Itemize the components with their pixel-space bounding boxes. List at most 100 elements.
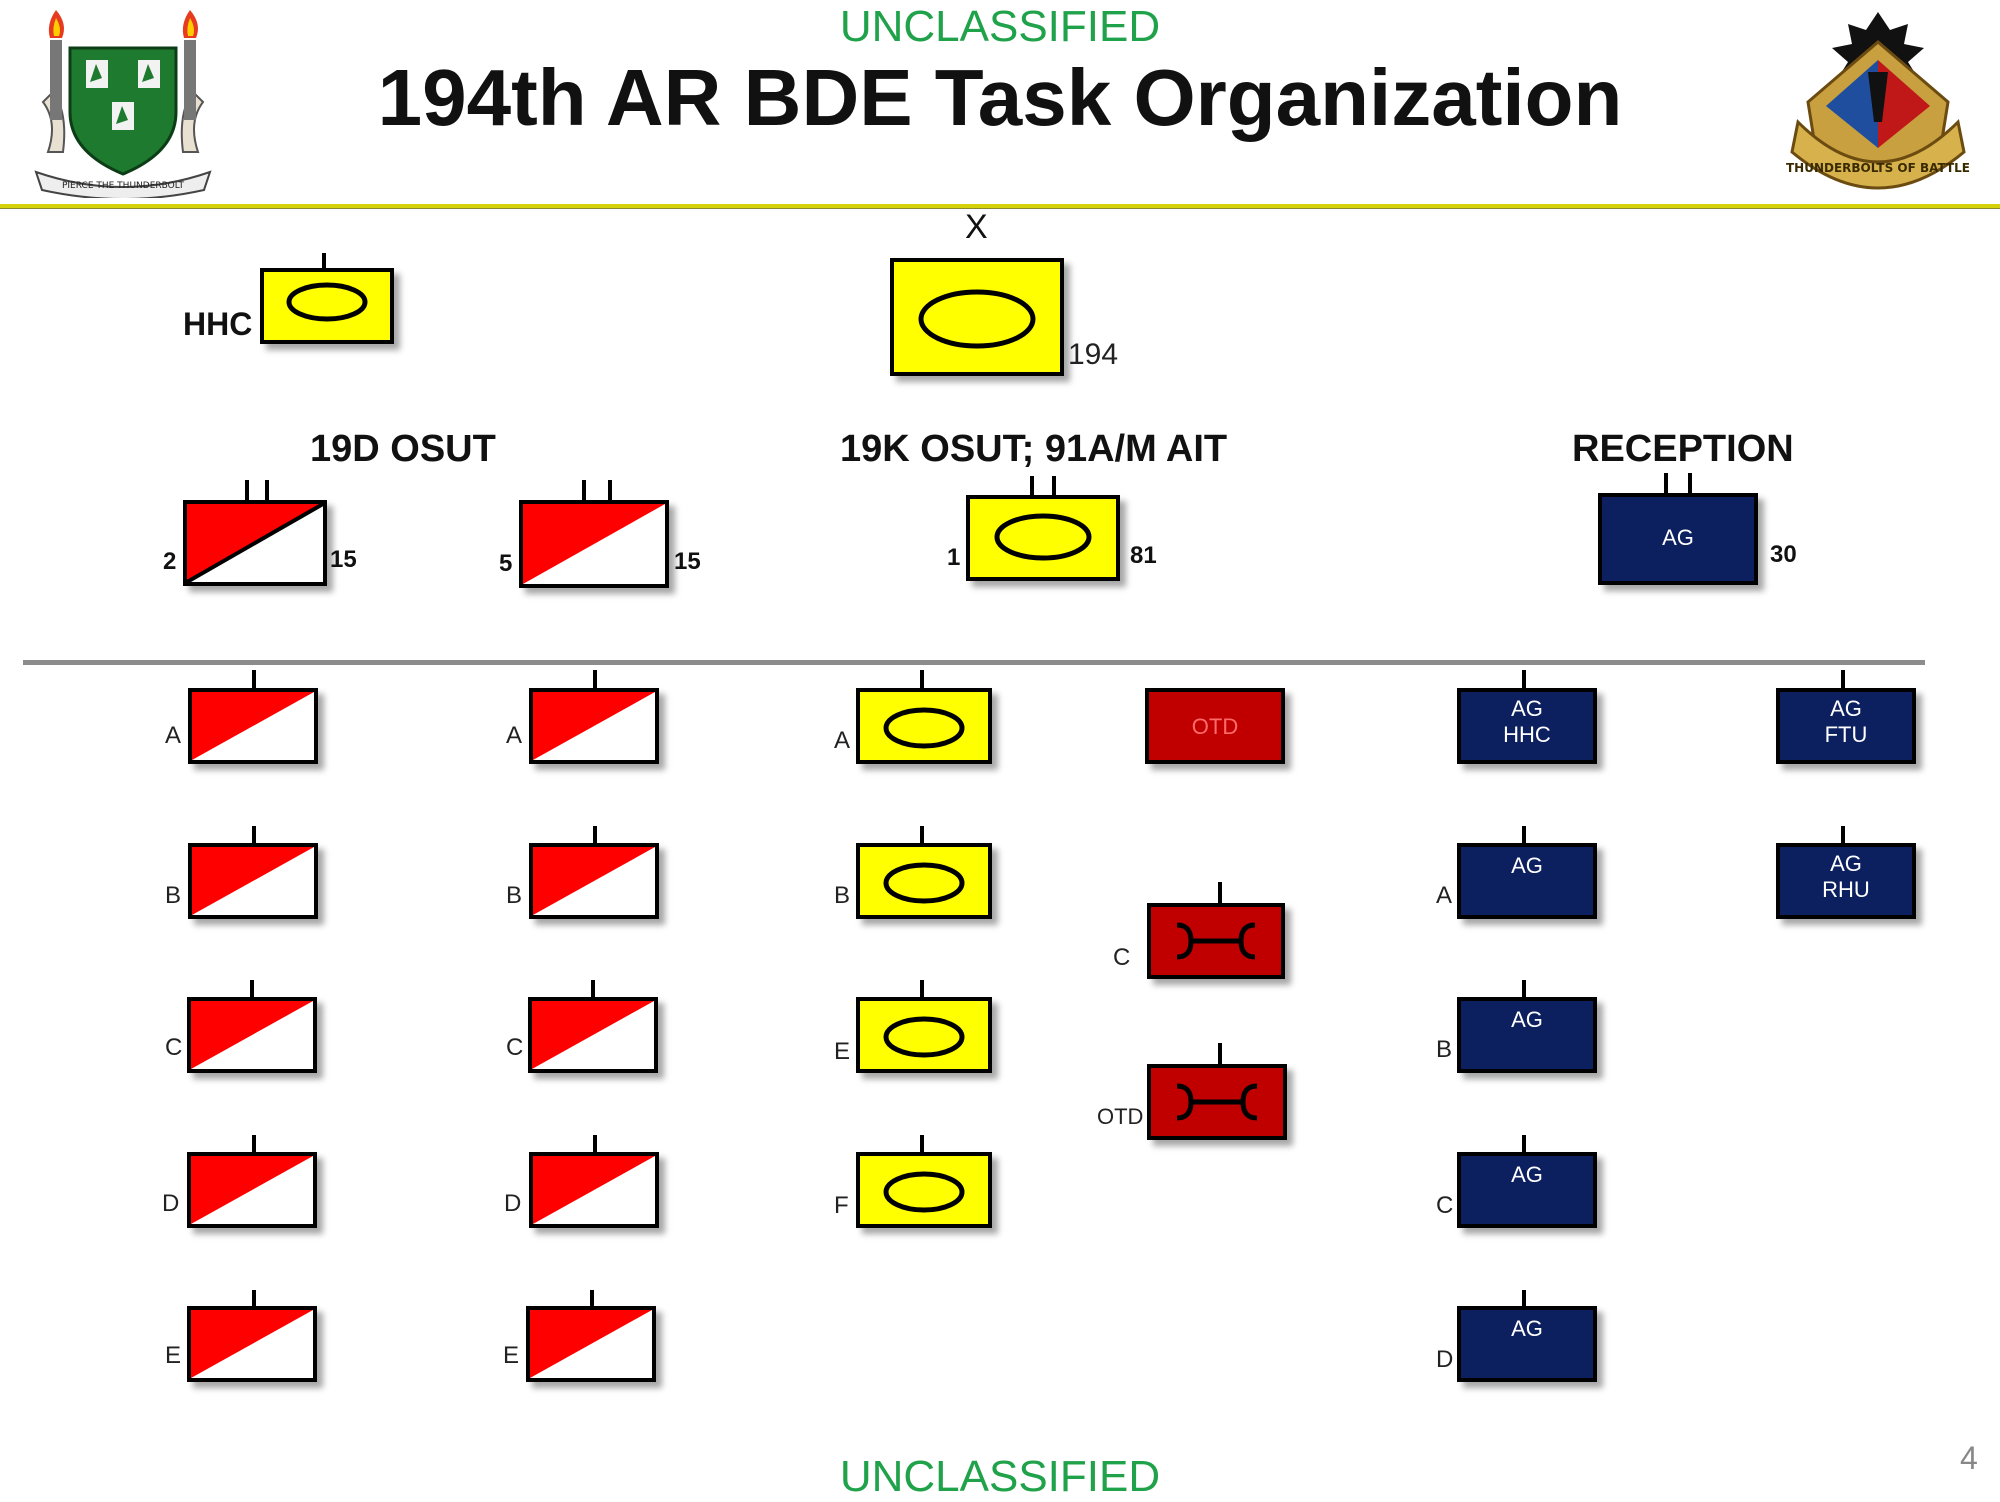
battalion-5-15-right: 15 — [674, 548, 701, 575]
echelon-divider — [23, 660, 1925, 665]
slide-title: 194th AR BDE Task Organization — [377, 53, 1623, 142]
page-number: 4 — [1960, 1440, 1978, 1476]
company-label: D — [504, 1190, 522, 1217]
battalion-ag-30-right: 30 — [1770, 541, 1797, 568]
echelon-tick — [1522, 670, 1526, 688]
company-symbol: AG — [1457, 997, 1597, 1073]
classification-top: UNCLASSIFIED — [839, 2, 1161, 51]
echelon-tick — [1522, 1290, 1526, 1308]
ag-hhc-line2: HHC — [1503, 722, 1551, 747]
header-rule — [0, 204, 2000, 208]
company-symbol — [529, 1152, 659, 1228]
echelon-tick — [250, 980, 254, 998]
battalion-1-81-left: 1 — [947, 544, 961, 571]
ordnance-company-otd-label: OTD — [1097, 1104, 1144, 1129]
company-symbol — [526, 1306, 656, 1382]
company-symbol: AG — [1457, 843, 1597, 919]
echelon-tick — [593, 826, 597, 844]
echelon-tick — [582, 480, 586, 500]
battalion-ag-30-symbol: AG — [1598, 493, 1758, 585]
hhc-label: HHC — [183, 306, 253, 342]
company-label: C — [165, 1034, 183, 1061]
battalion-2-15-symbol — [183, 500, 327, 586]
echelon-tick — [608, 480, 612, 500]
echelon-tick — [322, 253, 326, 269]
company-symbol — [856, 843, 992, 919]
echelon-tick — [1841, 826, 1845, 844]
company-symbol — [529, 843, 659, 919]
echelon-tick — [920, 670, 924, 688]
company-label: B — [834, 882, 851, 909]
echelon-tick — [245, 480, 249, 500]
ag-inner-label: AG — [1511, 853, 1543, 878]
battalion-2-15-left: 2 — [163, 548, 177, 575]
right-crest-logo: THUNDERBOLTS OF BATTLE — [1768, 2, 1988, 208]
company-label: A — [165, 722, 182, 749]
company-label: A — [1436, 882, 1453, 909]
company-label: C — [1436, 1192, 1454, 1219]
left-crest-motto: PIERCE THE THUNDERBOLT — [62, 181, 185, 191]
battalion-5-15-left: 5 — [499, 550, 513, 577]
company-symbol — [188, 843, 318, 919]
battalion-1-81-symbol — [966, 495, 1120, 581]
battalion-ag-30-inner: AG — [1662, 525, 1694, 550]
echelon-tick — [1522, 826, 1526, 844]
ag-ftu-symbol: AG FTU — [1776, 688, 1916, 764]
battalion-5-15-symbol — [519, 500, 669, 588]
echelon-tick — [252, 1135, 256, 1153]
echelon-tick — [1522, 980, 1526, 998]
company-symbol: AG — [1457, 1306, 1597, 1382]
company-symbol — [188, 688, 318, 764]
company-label: F — [834, 1192, 849, 1219]
echelon-tick — [252, 670, 256, 688]
echelon-tick — [1218, 1043, 1222, 1065]
brigade-echelon-label: X — [965, 208, 988, 246]
classification-bottom: UNCLASSIFIED — [839, 1452, 1161, 1501]
ag-inner-label: AG — [1511, 1162, 1543, 1187]
company-symbol — [856, 997, 992, 1073]
echelon-tick — [590, 1290, 594, 1308]
brigade-number: 194 — [1068, 338, 1119, 371]
company-label: E — [834, 1038, 851, 1065]
echelon-tick — [591, 980, 595, 998]
echelon-tick — [593, 1135, 597, 1153]
group-heading-19d-osut: 19D OSUT — [310, 428, 496, 470]
company-symbol — [529, 688, 659, 764]
company-label: C — [506, 1034, 524, 1061]
ag-rhu-line1: AG — [1830, 851, 1862, 876]
group-heading-19k-osut: 19K OSUT; 91A/M AIT — [840, 428, 1228, 470]
ag-rhu-symbol: AG RHU — [1776, 843, 1916, 919]
company-symbol — [187, 997, 317, 1073]
otd-symbol: OTD — [1145, 688, 1285, 764]
company-label: E — [503, 1342, 520, 1369]
company-label: B — [165, 882, 182, 909]
hhc-company-symbol — [260, 268, 394, 344]
company-symbol: AG — [1457, 1152, 1597, 1228]
brigade-hq-symbol — [890, 258, 1064, 376]
echelon-tick — [593, 670, 597, 688]
ag-hhc-line1: AG — [1511, 696, 1543, 721]
ag-ftu-line1: AG — [1830, 696, 1862, 721]
echelon-tick — [920, 1135, 924, 1153]
company-symbol — [187, 1152, 317, 1228]
echelon-tick — [1841, 670, 1845, 688]
ag-ftu-line2: FTU — [1824, 722, 1868, 747]
ordnance-company-c-label: C — [1113, 944, 1131, 971]
echelon-tick — [265, 480, 269, 500]
company-label: A — [834, 727, 851, 754]
company-symbol — [856, 1152, 992, 1228]
echelon-tick — [1218, 882, 1222, 904]
company-label: B — [1436, 1036, 1453, 1063]
company-label: A — [506, 722, 523, 749]
company-symbol — [856, 688, 992, 764]
echelon-tick — [252, 826, 256, 844]
ordnance-company-otd-symbol — [1147, 1064, 1287, 1140]
echelon-tick — [1688, 473, 1692, 495]
echelon-tick — [1052, 476, 1056, 496]
otd-inner-label: OTD — [1191, 714, 1239, 739]
header-rule-shadow — [0, 208, 2000, 209]
company-symbol — [187, 1306, 317, 1382]
ag-rhu-line2: RHU — [1822, 877, 1870, 902]
echelon-tick — [252, 1290, 256, 1308]
ag-inner-label: AG — [1511, 1316, 1543, 1341]
